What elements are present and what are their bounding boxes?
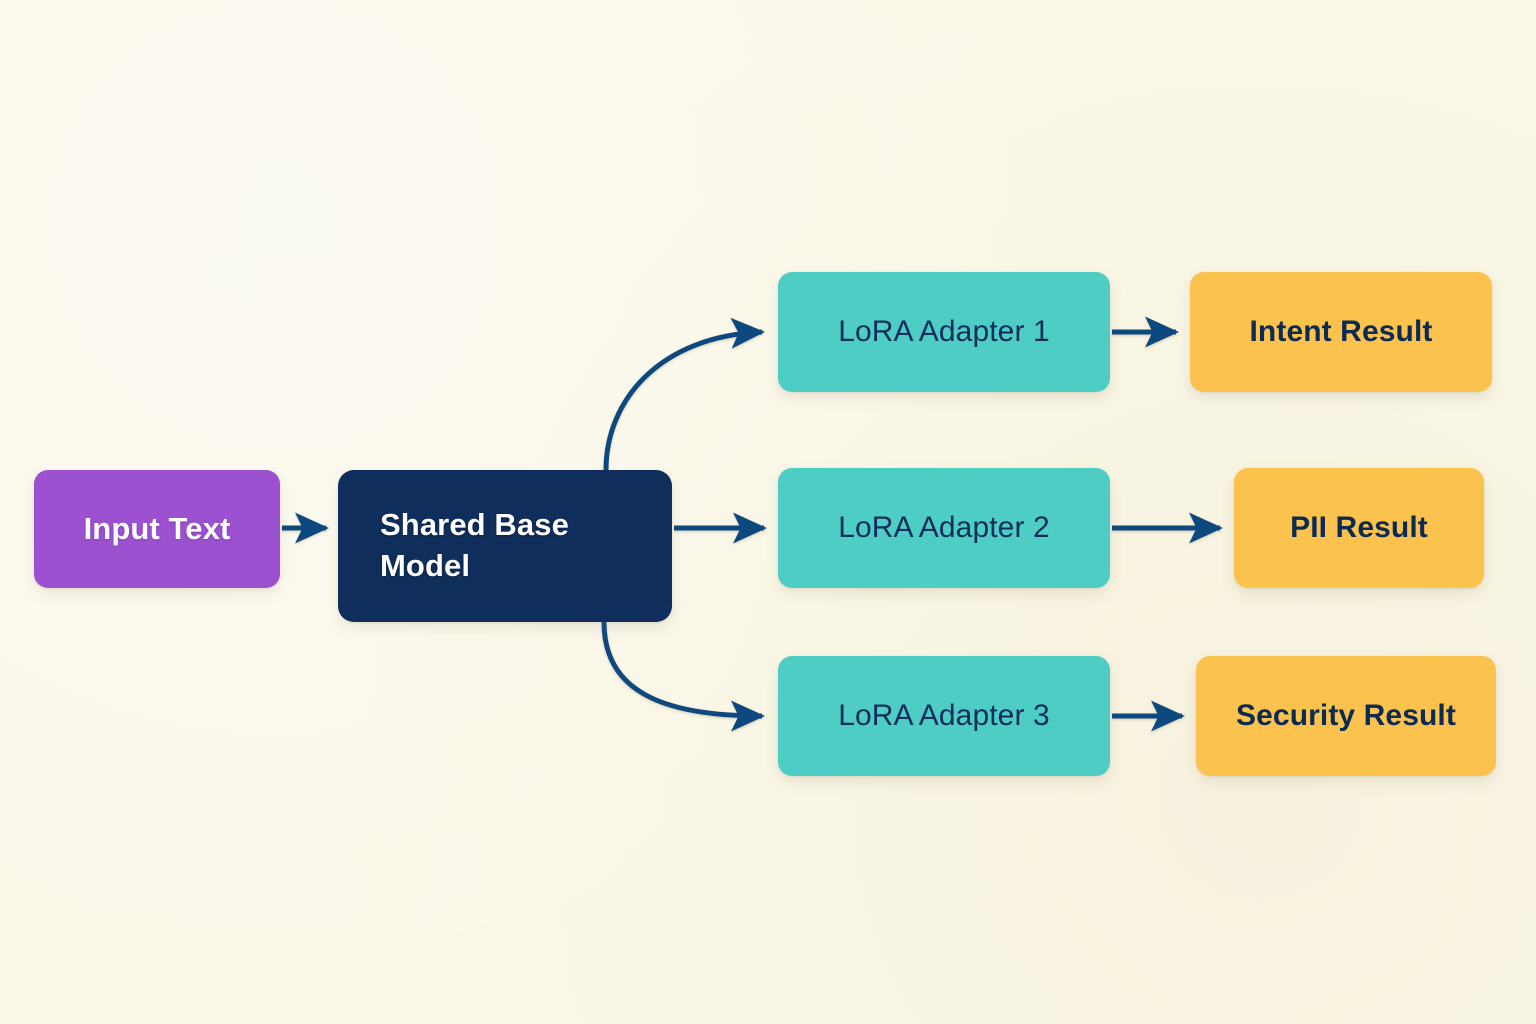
edge-base-to-adapter-3 <box>601 621 766 732</box>
node-lora-adapter-1[interactable]: LoRA Adapter 1 <box>778 272 1110 392</box>
node-lora-adapter-2[interactable]: LoRA Adapter 2 <box>778 468 1110 588</box>
node-intent-result[interactable]: Intent Result <box>1190 272 1492 392</box>
node-lora-adapter-3-label: LoRA Adapter 3 <box>838 699 1050 732</box>
node-lora-adapter-2-label: LoRA Adapter 2 <box>838 511 1050 544</box>
node-security-result[interactable]: Security Result <box>1196 656 1496 776</box>
node-input-text[interactable]: Input Text <box>34 470 280 588</box>
node-shared-base-model-label: Shared Base Model <box>380 507 569 583</box>
node-lora-adapter-3[interactable]: LoRA Adapter 3 <box>778 656 1110 776</box>
node-security-result-label: Security Result <box>1236 699 1456 732</box>
node-input-text-label: Input Text <box>83 511 231 546</box>
node-shared-base-model[interactable]: Shared Base Model <box>338 470 672 622</box>
node-intent-result-label: Intent Result <box>1249 315 1433 348</box>
node-lora-adapter-1-label: LoRA Adapter 1 <box>838 315 1050 348</box>
node-pii-result[interactable]: PII Result <box>1234 468 1484 588</box>
node-pii-result-label: PII Result <box>1290 511 1428 544</box>
edge-base-to-adapter-1 <box>603 317 765 471</box>
